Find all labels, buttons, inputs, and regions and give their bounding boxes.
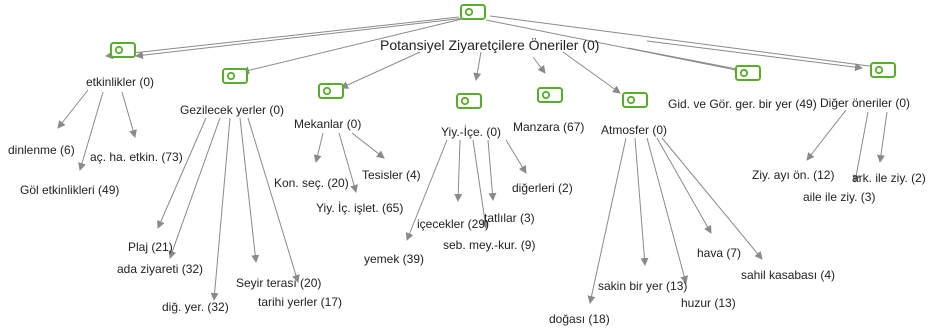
- category-label-mekanlar: Mekanlar (0): [294, 117, 362, 131]
- edge-arrow: [168, 117, 221, 259]
- edge-arrow: [505, 139, 527, 174]
- leaf-label: Göl etkinlikleri (49): [20, 183, 120, 197]
- edge-arrow: [405, 139, 448, 241]
- edge-arrow: [247, 117, 300, 283]
- edge-arrow: [338, 132, 358, 193]
- leaf-label: sakin bir yer (13): [598, 279, 688, 293]
- category-label-gid-gor: Gid. ve Gör. ger. bir yer (49): [668, 97, 817, 111]
- edge-arrow: [473, 51, 482, 81]
- leaf-label: diğerleri (2): [512, 181, 573, 195]
- edge-arrow: [210, 117, 231, 301]
- leaf-label: Ziy. ayı ön. (12): [752, 168, 835, 182]
- leaf-label: diğ. yer. (32): [162, 300, 229, 314]
- edge-arrow: [135, 16, 475, 60]
- gezilecek-yerler-node-icon: [222, 68, 248, 84]
- root-node-label: Potansiyel Ziyaretçilere Öneriler (0): [380, 37, 600, 53]
- diger-oneriler-node-icon: [870, 62, 896, 78]
- leaf-label: içecekler (29): [417, 217, 490, 231]
- edge-arrow: [661, 137, 763, 260]
- manzara-node-icon: [537, 87, 563, 103]
- edge-arrow: [646, 137, 689, 284]
- edge-arrow: [472, 139, 489, 229]
- category-label-yiy-ice: Yiy.-İçe. (0): [441, 125, 502, 139]
- edge-arrow: [646, 40, 863, 72]
- edge-arrow: [587, 137, 627, 304]
- leaf-label: Seyir terası (20): [236, 276, 322, 290]
- edge-arrow: [313, 132, 324, 163]
- edge-arrow: [157, 117, 207, 229]
- edge-arrow: [656, 137, 712, 234]
- edge-arrow: [532, 56, 546, 74]
- leaf-label: Tesisler (4): [362, 168, 421, 182]
- category-label-atmosfer: Atmosfer (0): [601, 123, 668, 137]
- category-label-gezilecek-yerler: Gezilecek yerler (0): [180, 103, 285, 117]
- edge-arrow: [489, 15, 885, 72]
- edge-arrow: [78, 91, 104, 171]
- leaf-label: ada ziyareti (32): [117, 262, 204, 276]
- leaf-label: seb. mey.-kur. (9): [443, 238, 536, 252]
- leaf-label: aç. ha. etkin. (73): [90, 150, 183, 164]
- atmosfer-node-icon: [622, 92, 648, 108]
- leaf-label: tatlılar (3): [484, 211, 535, 225]
- yiy-ice-node-icon: [456, 93, 482, 109]
- edge-arrow: [487, 139, 497, 201]
- edge-arrow: [634, 137, 649, 266]
- edge-arrow: [121, 91, 137, 138]
- edge-arrow: [340, 51, 421, 89]
- edge-arrow: [105, 16, 460, 60]
- mekanlar-node-icon: [318, 83, 344, 99]
- edge-arrow: [877, 111, 888, 163]
- leaf-label: sahil kasabası (4): [741, 268, 836, 282]
- category-label-etkinlikler: etkinlikler (0): [86, 75, 155, 89]
- gid-gor-node-icon: [735, 65, 761, 81]
- leaf-label: aile ile ziy. (3): [803, 190, 876, 204]
- category-label-manzara: Manzara (67): [513, 120, 585, 134]
- edge-arrow: [627, 47, 743, 73]
- edge-arrow: [241, 17, 467, 75]
- etkinlikler-node-icon: [110, 42, 136, 58]
- leaf-label: Plaj (21): [128, 240, 173, 254]
- leaf-label: Kon. seç. (20): [274, 176, 349, 190]
- root-node-icon: [460, 4, 486, 20]
- edge-arrow: [239, 117, 260, 263]
- leaf-label: tarihi yerler (17): [258, 295, 343, 309]
- leaf-label: hava (7): [697, 246, 742, 260]
- edge-arrow: [454, 139, 463, 202]
- leaf-label: yemek (39): [364, 252, 425, 266]
- category-label-diger-oneriler: Diğer öneriler (0): [820, 96, 911, 110]
- leaf-label: dinlenme (6): [8, 143, 75, 157]
- leaf-label: Yiy. İç. işlet. (65): [316, 201, 404, 215]
- edge-arrow: [806, 109, 847, 161]
- edge-arrow: [57, 89, 89, 129]
- edge-arrow: [351, 132, 385, 159]
- edge-arrow: [852, 111, 869, 183]
- edge-arrow: [485, 19, 747, 75]
- leaf-label: ark. ile ziy. (2): [852, 171, 926, 185]
- edge-arrow: [562, 51, 621, 94]
- leaf-label: huzur (13): [681, 296, 736, 310]
- leaf-label: doğası (18): [549, 312, 610, 326]
